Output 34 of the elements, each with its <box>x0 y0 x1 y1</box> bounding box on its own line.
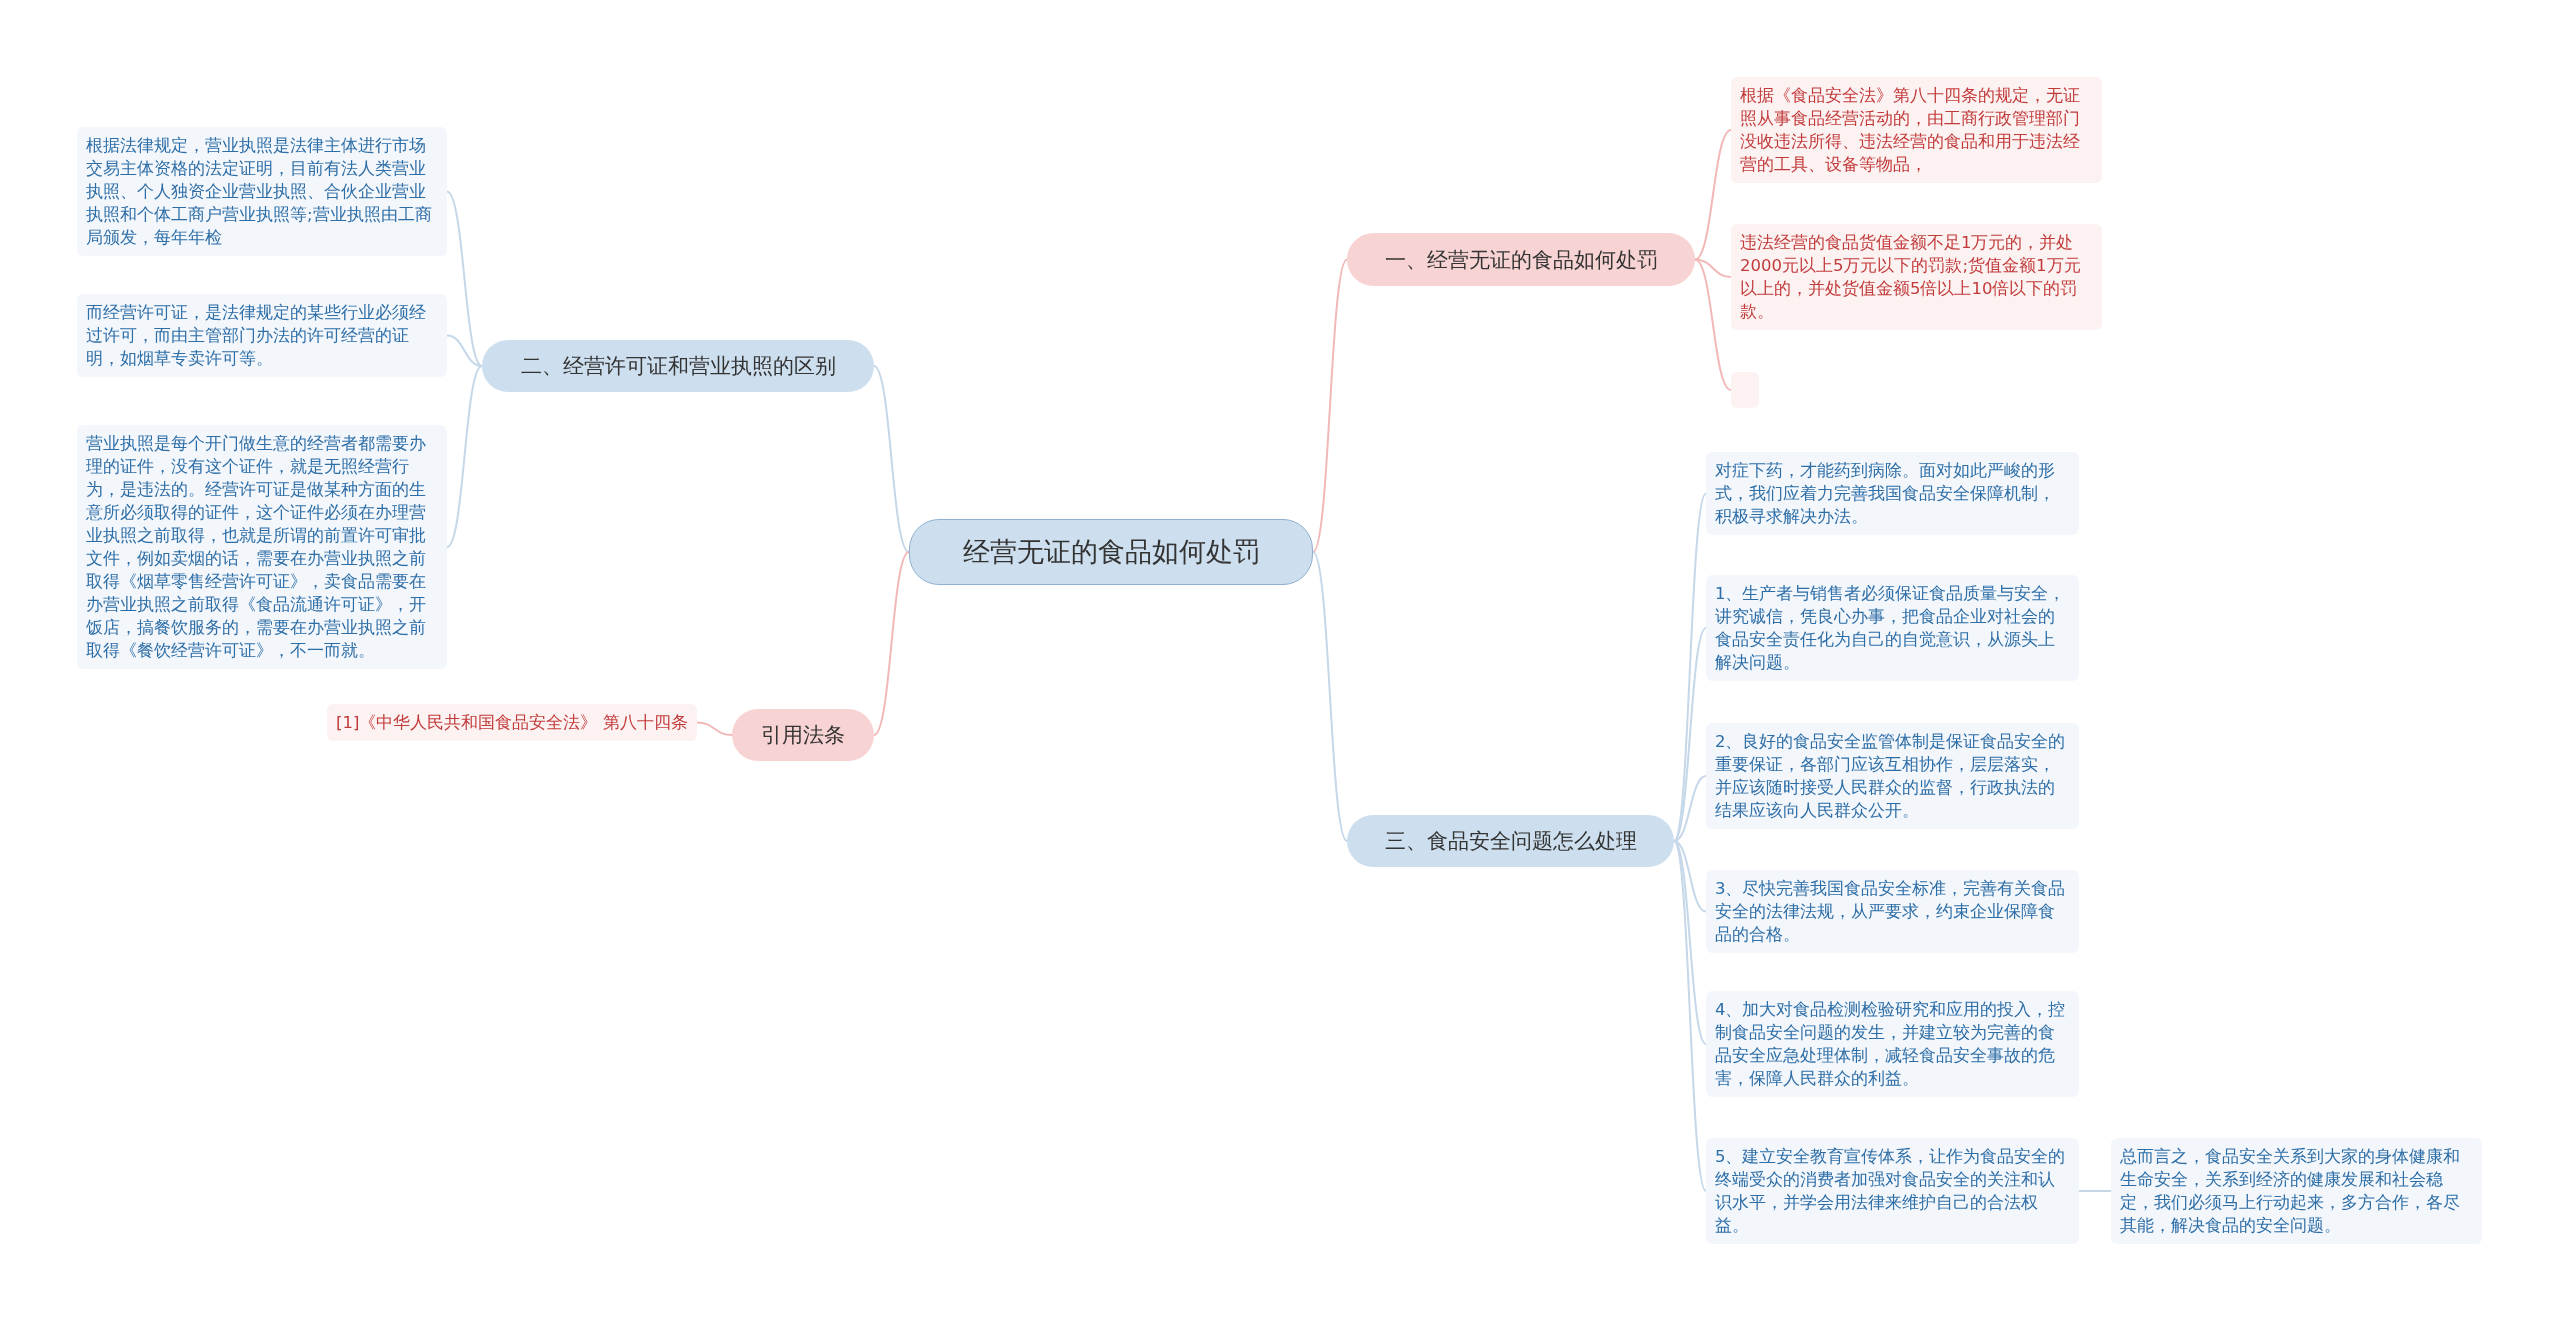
central-topic: 经营无证的食品如何处罚 <box>909 519 1313 585</box>
connector-line <box>1694 129 1732 261</box>
text-card: 违法经营的食品货值金额不足1万元的，并处2000元以上5万元以下的罚款;货值金额1万元以上的，并处货值金额5倍以上10倍以下的罚款。 <box>1731 224 2102 330</box>
connector-line <box>446 190 483 367</box>
connector-line <box>873 365 910 553</box>
connector-line <box>1673 627 1707 842</box>
connector-line <box>1312 551 1348 842</box>
topic-pill: 二、经营许可证和营业执照的区别 <box>482 340 874 392</box>
connector-line <box>1312 258 1348 553</box>
connector-line <box>873 551 910 736</box>
text-card: 根据法律规定，营业执照是法律主体进行市场交易主体资格的法定证明，目前有法人类营业执照、个人独资企业营业执照、合伙企业营业执照和个体工商户营业执照等;营业执照由工商局颁发，每年年检 <box>77 127 447 256</box>
connector-line <box>446 334 483 367</box>
text-card: 5、建立安全教育宣传体系，让作为食品安全的终端受众的消费者加强对食品安全的关注和认识水平，并学会用法律来维护自己的合法权益。 <box>1706 1138 2079 1244</box>
connector-line <box>2078 1190 2112 1192</box>
connector-line <box>1673 840 1707 1192</box>
connector-line <box>1673 775 1707 842</box>
connector-line <box>446 365 483 548</box>
text-card: 而经营许可证，是法律规定的某些行业必须经过许可，而由主管部门办法的许可经营的证明，如烟草专卖许可等。 <box>77 294 447 377</box>
text-card: 营业执照是每个开门做生意的经营者都需要办理的证件，没有这个证件，就是无照经营行为，是违法的。经营许可证是做某种方面的生意所必须取得的证件，这个证件必须在办理营业执照之前取得，也就是所谓的前置许可审批文件，例如卖烟的话，需要在办营业执照之前取得《烟草零售经营许可证》，卖食品需要在办营业执照之前取得《食品流通许可证》，开饭店，搞餐饮服务的，需要在办营业执照之前取得《餐饮经营许可证》，不一而就。 <box>77 425 447 669</box>
topic-pill: 三、食品安全问题怎么处理 <box>1347 815 1674 867</box>
connector-line <box>696 721 733 736</box>
text-card: [1]《中华人民共和国食品安全法》 第八十四条 <box>327 704 697 741</box>
text-card: 对症下药，才能药到病除。面对如此严峻的形式，我们应着力完善我国食品安全保障机制，积极寻求解决办法。 <box>1706 452 2079 535</box>
connector-line <box>1673 492 1707 842</box>
text-card: 总而言之，食品安全关系到大家的身体健康和生命安全，关系到经济的健康发展和社会稳定，我们必须马上行动起来，多方合作，各尽其能，解决食品的安全问题。 <box>2111 1138 2482 1244</box>
text-card: 根据《食品安全法》第八十四条的规定，无证照从事食品经营活动的，由工商行政管理部门没收违法所得、违法经营的食品和用于违法经营的工具、设备等物品， <box>1731 77 2102 183</box>
text-card: 1、生产者与销售者必须保证食品质量与安全，讲究诚信，凭良心办事，把食品企业对社会的食品安全责任化为自己的自觉意识，从源头上解决问题。 <box>1706 575 2079 681</box>
text-card: 4、加大对食品检测检验研究和应用的投入，控制食品安全问题的发生，并建立较为完善的食品安全应急处理体制，减轻食品安全事故的危害，保障人民群众的利益。 <box>1706 991 2079 1097</box>
topic-pill: 引用法条 <box>732 709 874 761</box>
connector-line <box>1694 258 1732 391</box>
empty-box <box>1731 372 1759 408</box>
text-card: 2、良好的食品安全监管体制是保证食品安全的重要保证，各部门应该互相协作，层层落实，并应该随时接受人民群众的监督，行政执法的结果应该向人民群众公开。 <box>1706 723 2079 829</box>
text-card: 3、尽快完善我国食品安全标准，完善有关食品安全的法律法规，从严要求，约束企业保障食品的合格。 <box>1706 870 2079 953</box>
topic-pill: 一、经营无证的食品如何处罚 <box>1347 233 1695 286</box>
